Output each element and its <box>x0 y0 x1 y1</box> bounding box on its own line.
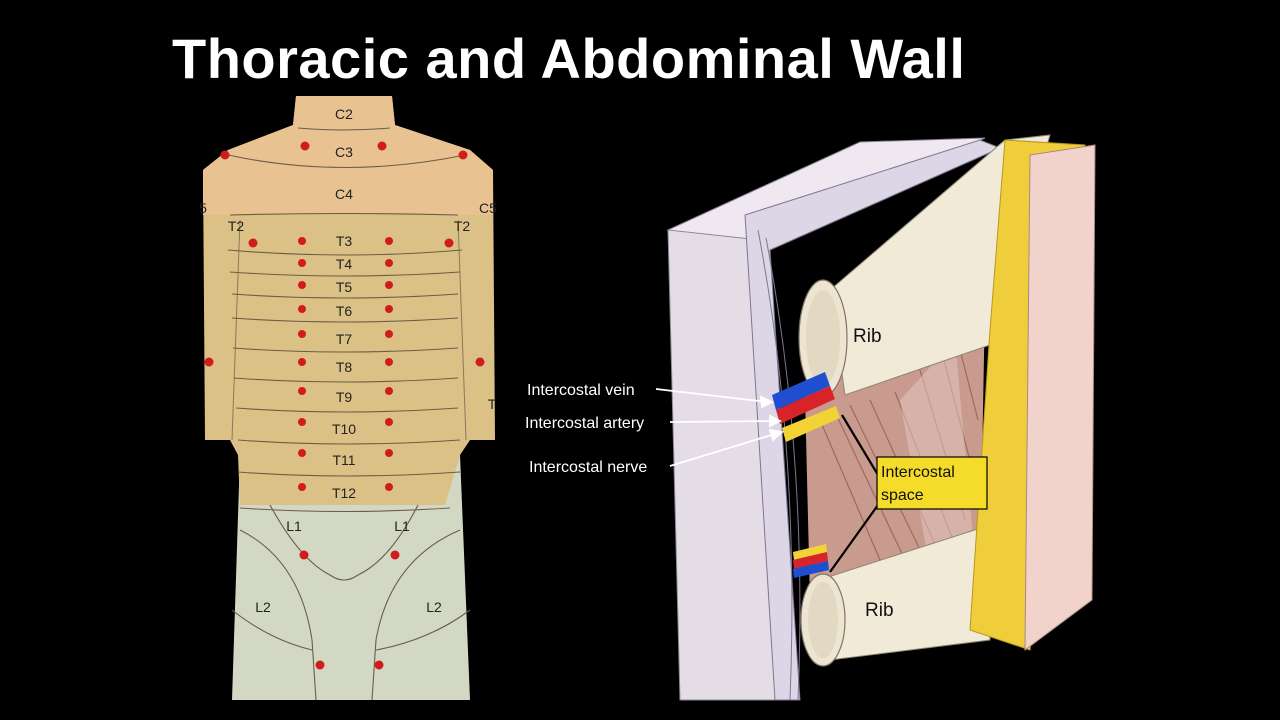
dermatome-label-t8: T8 <box>336 359 353 375</box>
fascia-line <box>765 237 801 701</box>
nerve-top <box>782 406 840 442</box>
arm-line-right <box>457 219 467 441</box>
label-rib-top: Rib <box>853 326 882 347</box>
intercostal-space-box <box>876 456 988 510</box>
dermatome-label-l2-right: L2 <box>426 599 442 615</box>
artery-top <box>776 386 835 424</box>
vein-top <box>772 372 830 410</box>
top-neurovascular-bundle <box>772 372 840 442</box>
dermatome-label-c5-right: C5 <box>479 200 497 216</box>
label-intercostal-vein: Intercostal vein <box>527 382 635 399</box>
bottom-neurovascular-bundle <box>793 544 829 578</box>
intercostal-space-label-line2: space <box>881 487 924 504</box>
arm-line-left <box>231 219 241 441</box>
dermatome-lines <box>227 127 471 701</box>
lower-body <box>232 455 470 700</box>
dermatome-label-t4: T4 <box>336 256 353 272</box>
neck-shoulder <box>203 96 493 215</box>
label-rib-bottom: Rib <box>865 600 894 621</box>
dermatome-dots <box>204 141 485 670</box>
dermatome-label-t11: T11 <box>332 452 355 468</box>
dermatome-label-t9: T9 <box>336 389 353 405</box>
fascia-line <box>757 229 793 701</box>
skin-layer <box>1024 144 1096 652</box>
slide-title: Thoracic and Abdominal Wall <box>172 27 966 90</box>
dermatome-label-t6: T6 <box>336 303 353 319</box>
dermatome-label-l1-right: L1 <box>394 518 410 534</box>
dermatome-label-t5: T5 <box>336 279 353 295</box>
dermatome-label-l2-left: L2 <box>255 599 271 615</box>
dermatome-label-l1-left: L1 <box>286 518 302 534</box>
dermatome-label-t7: T7 <box>336 331 353 347</box>
dermatome-label-t2-left: T2 <box>228 218 245 234</box>
dermatome-label-t10: T10 <box>332 421 356 437</box>
dermatome-label-c3: C3 <box>335 144 353 160</box>
dermatome-label-c5-left: 5 <box>199 200 207 216</box>
dermatome-label-t2-right: T2 <box>454 218 471 234</box>
space-pointer-lines <box>829 414 879 573</box>
dermatome-label-c4: C4 <box>335 186 353 202</box>
fascia-layers <box>744 139 1002 701</box>
label-intercostal-artery: Intercostal artery <box>525 415 644 432</box>
label-intercostal-nerve: Intercostal nerve <box>529 459 647 476</box>
rib-bottom-marrow <box>808 582 838 658</box>
dermatome-label-t12: T12 <box>332 485 356 501</box>
intercostal-membrane <box>900 340 975 570</box>
intercostal-space-label-line1: Intercostal <box>881 464 955 481</box>
callout-arrows <box>655 388 785 467</box>
dermatome-label-t3: T3 <box>336 233 353 249</box>
dermatome-label-t-edge: T <box>488 396 497 412</box>
dermatome-label-c2: C2 <box>335 106 353 122</box>
rib-top-marrow <box>806 290 840 386</box>
